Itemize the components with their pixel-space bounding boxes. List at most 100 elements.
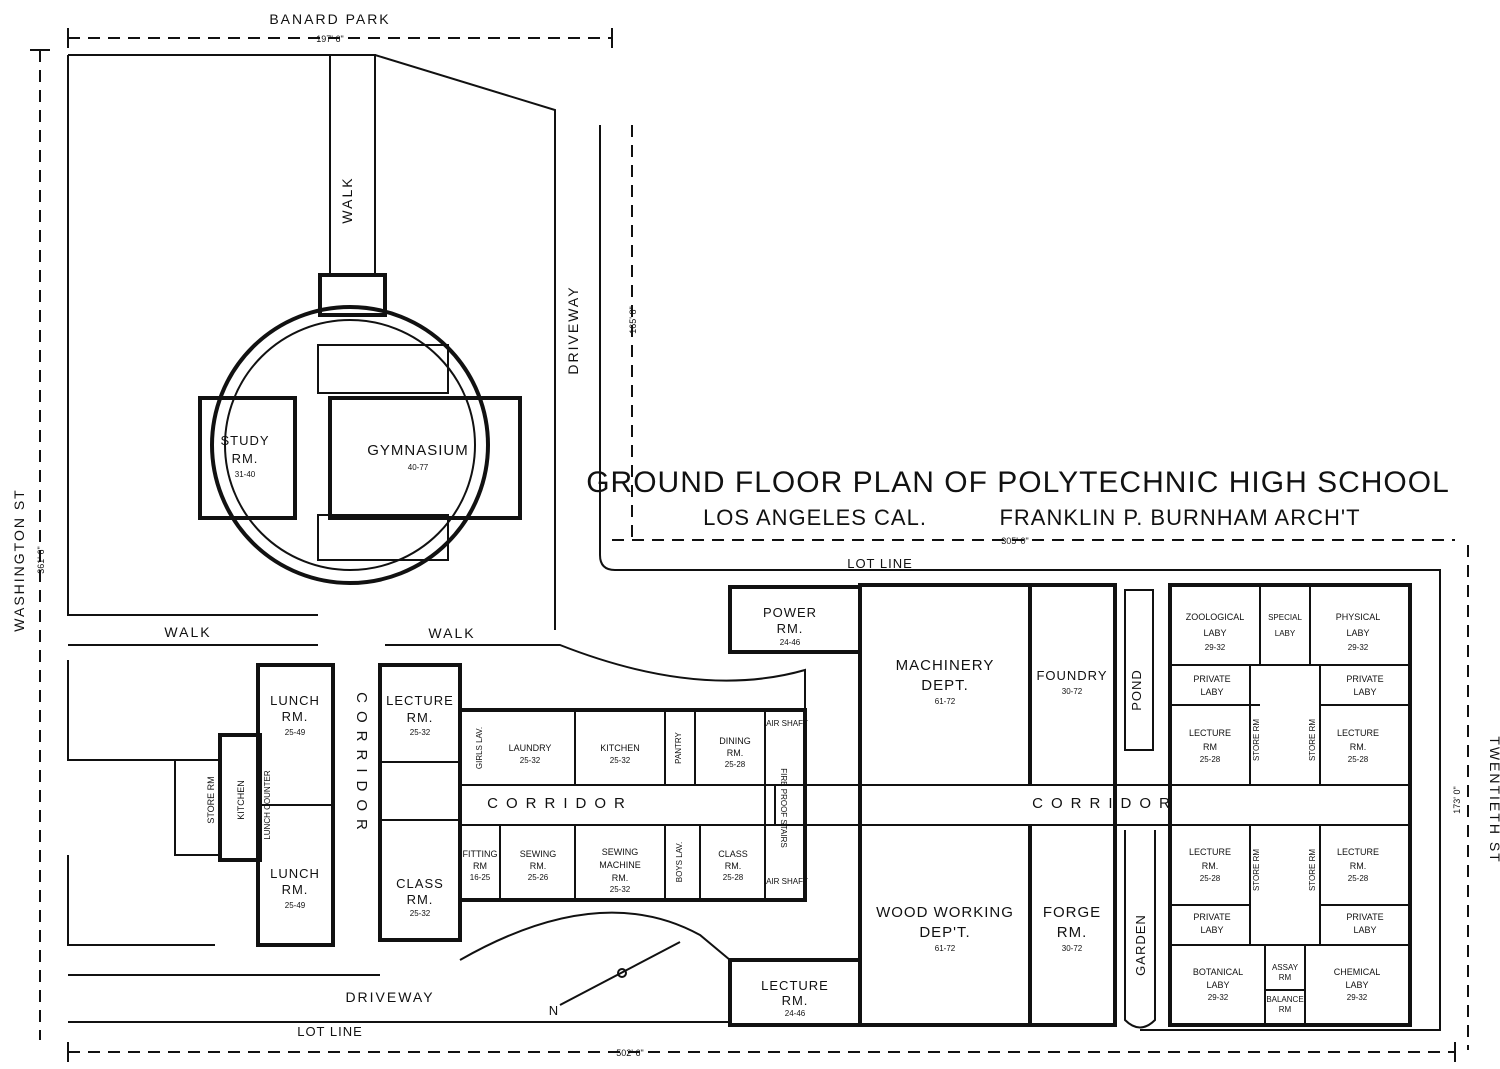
architect-label: FRANKLIN P. BURNHAM ARCH'T — [999, 505, 1360, 530]
assay-name2: RM — [1279, 973, 1292, 982]
garden-label: GARDEN — [1133, 914, 1148, 976]
botanical-dims: 29-32 — [1208, 993, 1229, 1002]
plan-title: GROUND FLOOR PLAN OF POLYTECHNIC HIGH SC… — [586, 466, 1450, 499]
shops-wing — [728, 583, 1170, 1027]
dim-lot-top: 305' 0" — [1001, 536, 1028, 546]
pantry-name: PANTRY — [674, 731, 683, 763]
dim-bottom: 502' 6" — [616, 1048, 643, 1058]
private-sw-name2: LABY — [1200, 925, 1223, 935]
power-name: POWER — [763, 605, 817, 620]
class-sw-name2: RM. — [407, 892, 434, 907]
lecture-south-name2: RM. — [782, 993, 809, 1008]
laundry-dims: 25-32 — [520, 756, 541, 765]
private-sw-name: PRIVATE — [1193, 912, 1230, 922]
corridor-east: CORRIDOR — [1032, 795, 1178, 812]
lunch-counter-name: LUNCH COUNTER — [263, 770, 272, 840]
lecture-e3-name: LECTURE — [1189, 847, 1231, 857]
fitting-name: FITTING — [463, 849, 498, 859]
walk-north-label: WALK — [339, 176, 355, 223]
woodworking-dims: 61-72 — [935, 944, 956, 953]
private-nw-name: PRIVATE — [1193, 674, 1230, 684]
private-se-name: PRIVATE — [1346, 912, 1383, 922]
store-e1-name: STORE RM — [1252, 719, 1261, 761]
balance-name: BALANCE — [1266, 995, 1303, 1004]
lunch-north-name: LUNCH — [270, 693, 320, 708]
store-e4-name: STORE RM — [1308, 849, 1317, 891]
physical-dims: 29-32 — [1348, 643, 1369, 652]
lecture-e4-dims: 25-28 — [1348, 874, 1369, 883]
science-wing — [1168, 583, 1412, 1027]
lecture-nw-name2: RM. — [407, 710, 434, 725]
sewing-machine-name3: RM. — [612, 873, 629, 883]
kitchen-dims: 25-32 — [610, 756, 631, 765]
store-e2-name: STORE RM — [1308, 719, 1317, 761]
sewing-name: SEWING — [520, 849, 557, 859]
dining-dims: 25-28 — [725, 760, 746, 769]
private-se-name2: LABY — [1353, 925, 1376, 935]
driveway-east-label: DRIVEWAY — [565, 285, 581, 374]
machinery-name2: DEPT. — [921, 677, 969, 694]
assay-name: ASSAY — [1272, 963, 1299, 972]
class-mid-dims: 25-28 — [723, 873, 744, 882]
foundry-dims: 30-72 — [1062, 687, 1083, 696]
physical-name2: LABY — [1346, 628, 1369, 638]
fitting-dims: 16-25 — [470, 873, 491, 882]
chemical-name: CHEMICAL — [1334, 967, 1381, 977]
street-north: BANARD PARK — [269, 11, 390, 27]
boys-lav-name: BOYS LAV. — [675, 842, 684, 882]
zoological-dims: 29-32 — [1205, 643, 1226, 652]
lecture-e2-name2: RM. — [1350, 742, 1367, 752]
fire-stairs-name: FIRE PROOF STAIRS — [779, 768, 788, 847]
botanical-name2: LABY — [1206, 980, 1229, 990]
class-sw-dims: 25-32 — [410, 909, 431, 918]
zoological-name: ZOOLOGICAL — [1186, 612, 1245, 622]
gymnasium-dims: 40-77 — [408, 463, 429, 472]
sewing-machine-name2: MACHINE — [599, 860, 641, 870]
walk-west-label: WALK — [164, 624, 211, 640]
lot-line-top: LOT LINE — [847, 556, 913, 571]
lecture-e1-name: LECTURE — [1189, 728, 1231, 738]
compass-north-label: N — [549, 1003, 559, 1018]
street-east: TWENTIETH ST — [1487, 736, 1500, 863]
forge-name: FORGE — [1043, 904, 1101, 921]
lunch-north-name2: RM. — [282, 709, 309, 724]
pond-label: POND — [1129, 669, 1144, 711]
special-name2: LABY — [1275, 629, 1296, 638]
balance-name2: RM — [1279, 1005, 1292, 1014]
machinery-name: MACHINERY — [896, 657, 995, 674]
lecture-e3-name2: RM. — [1202, 861, 1219, 871]
gymnasium-building — [198, 54, 522, 585]
class-mid-name: CLASS — [718, 849, 748, 859]
dim-east-driveway: 165' 8" — [628, 306, 638, 333]
lot-line-bottom: LOT LINE — [297, 1024, 363, 1039]
lecture-nw-name: LECTURE — [386, 693, 454, 708]
kitchen-name: KITCHEN — [600, 743, 640, 753]
lunch-south-dims: 25-49 — [285, 901, 306, 910]
forge-name2: RM. — [1057, 924, 1088, 941]
city-label: LOS ANGELES CAL. — [703, 505, 927, 530]
laundry-name: LAUNDRY — [509, 743, 552, 753]
zoological-name2: LABY — [1203, 628, 1226, 638]
lecture-e2-dims: 25-28 — [1348, 755, 1369, 764]
sewing-machine-name: SEWING — [602, 847, 639, 857]
driveway-south-label: DRIVEWAY — [345, 989, 434, 1005]
dim-east: 173' 0" — [1452, 786, 1462, 813]
class-mid-name2: RM. — [725, 861, 742, 871]
woodworking-name: WOOD WORKING — [876, 904, 1014, 921]
study-name2: RM. — [232, 451, 259, 466]
dining-name2: RM. — [727, 748, 744, 758]
lecture-south-dims: 24-46 — [785, 1009, 806, 1018]
street-west: WASHINGTON ST — [11, 488, 27, 631]
lunch-south-name2: RM. — [282, 882, 309, 897]
lunch-north-dims: 25-49 — [285, 728, 306, 737]
kitchen-west-name: KITCHEN — [236, 780, 246, 820]
sewing-dims: 25-26 — [528, 873, 549, 882]
lecture-nw-dims: 25-32 — [410, 728, 431, 737]
lunch-south-name: LUNCH — [270, 866, 320, 881]
dim-west: 361' 6" — [36, 546, 46, 573]
lecture-e2-name: LECTURE — [1337, 728, 1379, 738]
botanical-name: BOTANICAL — [1193, 967, 1243, 977]
woodworking-name2: DEP'T. — [919, 924, 970, 941]
study-name: STUDY — [220, 433, 269, 448]
class-sw-name: CLASS — [396, 876, 444, 891]
